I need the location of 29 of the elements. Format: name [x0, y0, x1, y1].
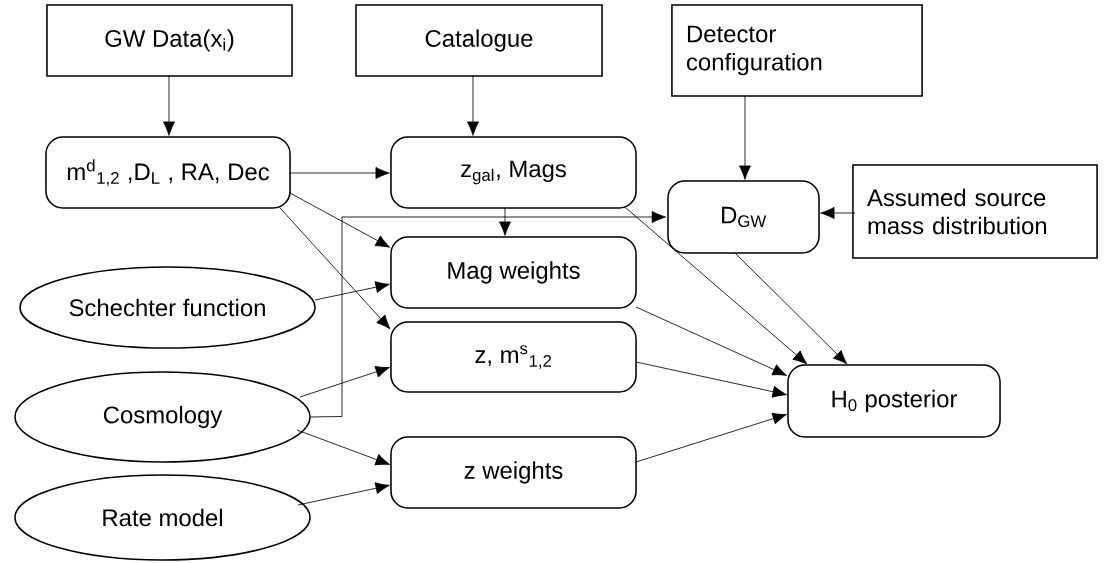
arrow — [289, 167, 390, 179]
arrow — [820, 207, 856, 219]
input-box: Detector configuration — [671, 4, 923, 97]
arrow — [635, 361, 787, 398]
process-box: z$_{gal}$, Mags — [390, 136, 637, 209]
process-box: Mag weights — [390, 236, 637, 309]
result-box: H$_{0}$ posterior — [787, 364, 1001, 438]
process-box: z, m$^{s}$1,2 — [390, 321, 637, 393]
input-box: Catalogue — [355, 4, 603, 77]
arrow — [625, 207, 808, 365]
arrow — [289, 192, 391, 248]
arrow — [279, 207, 391, 330]
arrow — [163, 75, 175, 136]
process-box: D$_{GW}$ — [667, 180, 820, 254]
process-box: z weights — [390, 436, 637, 509]
arrow — [297, 482, 390, 506]
process-box: m$^{d}$$_{1,2}$ ,D$_{L}$ , RA, Dec — [45, 136, 291, 209]
arrow — [310, 211, 667, 418]
arrow — [299, 366, 390, 398]
arrow — [314, 281, 390, 301]
arrow — [739, 95, 751, 180]
arrow — [296, 429, 390, 466]
arrow — [635, 306, 787, 376]
arrow — [499, 207, 511, 236]
arrow — [635, 412, 787, 463]
input-box: Assumed source mass distribution — [852, 164, 1098, 259]
input-box: GW Data(x$_{i}$) — [46, 4, 293, 77]
arrow — [734, 252, 848, 365]
arrow — [467, 75, 479, 136]
